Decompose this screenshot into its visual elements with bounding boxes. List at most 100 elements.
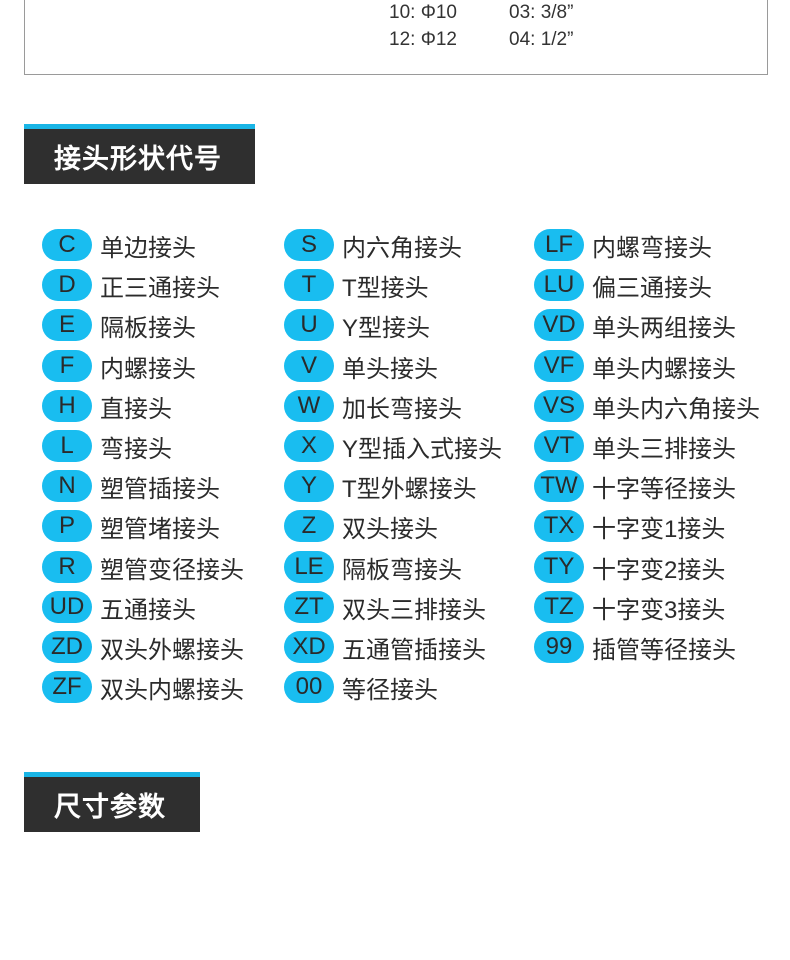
shape-code-badge: T [284, 269, 334, 301]
section-title-text: 接头形状代号 [54, 144, 222, 174]
shape-code-item: E 隔板接头 [42, 309, 196, 342]
shape-code-label: 直接头 [100, 395, 172, 423]
shape-code-item: H 直接头 [42, 390, 172, 423]
shape-code-label: 等径接头 [342, 676, 438, 704]
shape-code-label: 双头接头 [342, 515, 438, 543]
shape-code-label: 单头两组接头 [592, 314, 736, 342]
shape-code-label: 五通接头 [100, 596, 196, 624]
shape-code-badge: LU [534, 269, 584, 301]
shape-code-badge: UD [42, 591, 92, 623]
shape-code-badge: N [42, 470, 92, 502]
shape-code-label: 塑管插接头 [100, 475, 220, 503]
shape-code-item: C 单边接头 [42, 229, 196, 262]
shape-code-label: 单头接头 [342, 355, 438, 383]
shape-code-label: 单头三排接头 [592, 435, 736, 463]
shape-code-badge: D [42, 269, 92, 301]
shape-code-badge: W [284, 390, 334, 422]
shape-code-badge: Y [284, 470, 334, 502]
shape-code-badge: XD [284, 631, 334, 663]
shape-code-item: VD 单头两组接头 [534, 309, 736, 342]
shape-code-badge: TX [534, 510, 584, 542]
shape-code-label: 十字变1接头 [592, 515, 726, 543]
shape-code-badge: VD [534, 309, 584, 341]
shape-code-badge: VF [534, 350, 584, 382]
shape-code-item: LE 隔板弯接头 [284, 551, 462, 584]
section-title-text: 尺寸参数 [54, 792, 166, 822]
shape-code-label: 弯接头 [100, 435, 172, 463]
shape-code-item: 99 插管等径接头 [534, 631, 736, 664]
shape-code-label: 塑管堵接头 [100, 515, 220, 543]
shape-code-item: X Y型插入式接头 [284, 430, 503, 463]
shape-code-badge: TZ [534, 591, 584, 623]
shape-code-label: 插管等径接头 [592, 636, 736, 664]
spec-inch-1: 03: 3/8” [509, 2, 574, 23]
shape-code-badge: V [284, 350, 334, 382]
shape-code-badge: C [42, 229, 92, 261]
shape-code-item: Z 双头接头 [284, 510, 438, 543]
shape-code-badge: R [42, 551, 92, 583]
shape-code-label: 内螺接头 [100, 355, 196, 383]
shape-code-item: L 弯接头 [42, 430, 172, 463]
shape-code-label: Y型插入式接头 [342, 435, 503, 463]
shape-code-item: N 塑管插接头 [42, 470, 220, 503]
section-title-size-params: 尺寸参数 [24, 772, 200, 832]
shape-code-item: U Y型接头 [284, 309, 431, 342]
shape-code-label: 单头内六角接头 [592, 395, 760, 423]
shape-code-item: P 塑管堵接头 [42, 510, 220, 543]
section-title-shape-codes: 接头形状代号 [24, 124, 255, 184]
shape-code-badge: S [284, 229, 334, 261]
shape-code-label: 隔板弯接头 [342, 556, 462, 584]
shape-code-label: 偏三通接头 [592, 274, 712, 302]
shape-code-item: TZ 十字变3接头 [534, 591, 726, 624]
shape-code-badge: L [42, 430, 92, 462]
shape-code-badge: E [42, 309, 92, 341]
shape-code-item: S 内六角接头 [284, 229, 462, 262]
shape-code-badge: ZF [42, 671, 92, 703]
shape-code-badge: ZD [42, 631, 92, 663]
shape-code-label: 双头外螺接头 [100, 636, 244, 664]
shape-code-badge: F [42, 350, 92, 382]
shape-code-item: TX 十字变1接头 [534, 510, 726, 543]
shape-code-label: 隔板接头 [100, 314, 196, 342]
shape-code-badge: U [284, 309, 334, 341]
shape-code-label: 内螺弯接头 [592, 234, 712, 262]
shape-code-item: R 塑管变径接头 [42, 551, 244, 584]
shape-code-badge: Z [284, 510, 334, 542]
shape-code-badge: 99 [534, 631, 584, 663]
shape-code-label: Y型接头 [342, 314, 431, 342]
shape-code-item: LU 偏三通接头 [534, 269, 712, 302]
shape-code-item: ZT 双头三排接头 [284, 591, 486, 624]
shape-code-badge: TY [534, 551, 584, 583]
spec-inch-2: 04: 1/2” [509, 29, 574, 50]
shape-code-label: 内六角接头 [342, 234, 462, 262]
shape-code-item: ZD 双头外螺接头 [42, 631, 244, 664]
shape-code-item: F 内螺接头 [42, 350, 196, 383]
shape-code-badge: X [284, 430, 334, 462]
shape-code-item: VF 单头内螺接头 [534, 350, 736, 383]
shape-code-label: 十字变3接头 [592, 596, 726, 624]
shape-code-label: 单边接头 [100, 234, 196, 262]
shape-code-label: 十字等径接头 [592, 475, 736, 503]
shape-code-badge: ZT [284, 591, 334, 623]
shape-code-badge: P [42, 510, 92, 542]
shape-code-label: T型接头 [342, 274, 429, 302]
spec-metric-1: 10: Φ10 [389, 2, 457, 23]
shape-code-label: 正三通接头 [100, 274, 220, 302]
spec-table-box [24, 0, 768, 75]
shape-code-label: 塑管变径接头 [100, 556, 244, 584]
shape-code-badge: H [42, 390, 92, 422]
shape-code-label: 单头内螺接头 [592, 355, 736, 383]
shape-code-badge: LE [284, 551, 334, 583]
shape-code-item: UD 五通接头 [42, 591, 196, 624]
shape-code-item: T T型接头 [284, 269, 429, 302]
shape-code-label: 双头三排接头 [342, 596, 486, 624]
